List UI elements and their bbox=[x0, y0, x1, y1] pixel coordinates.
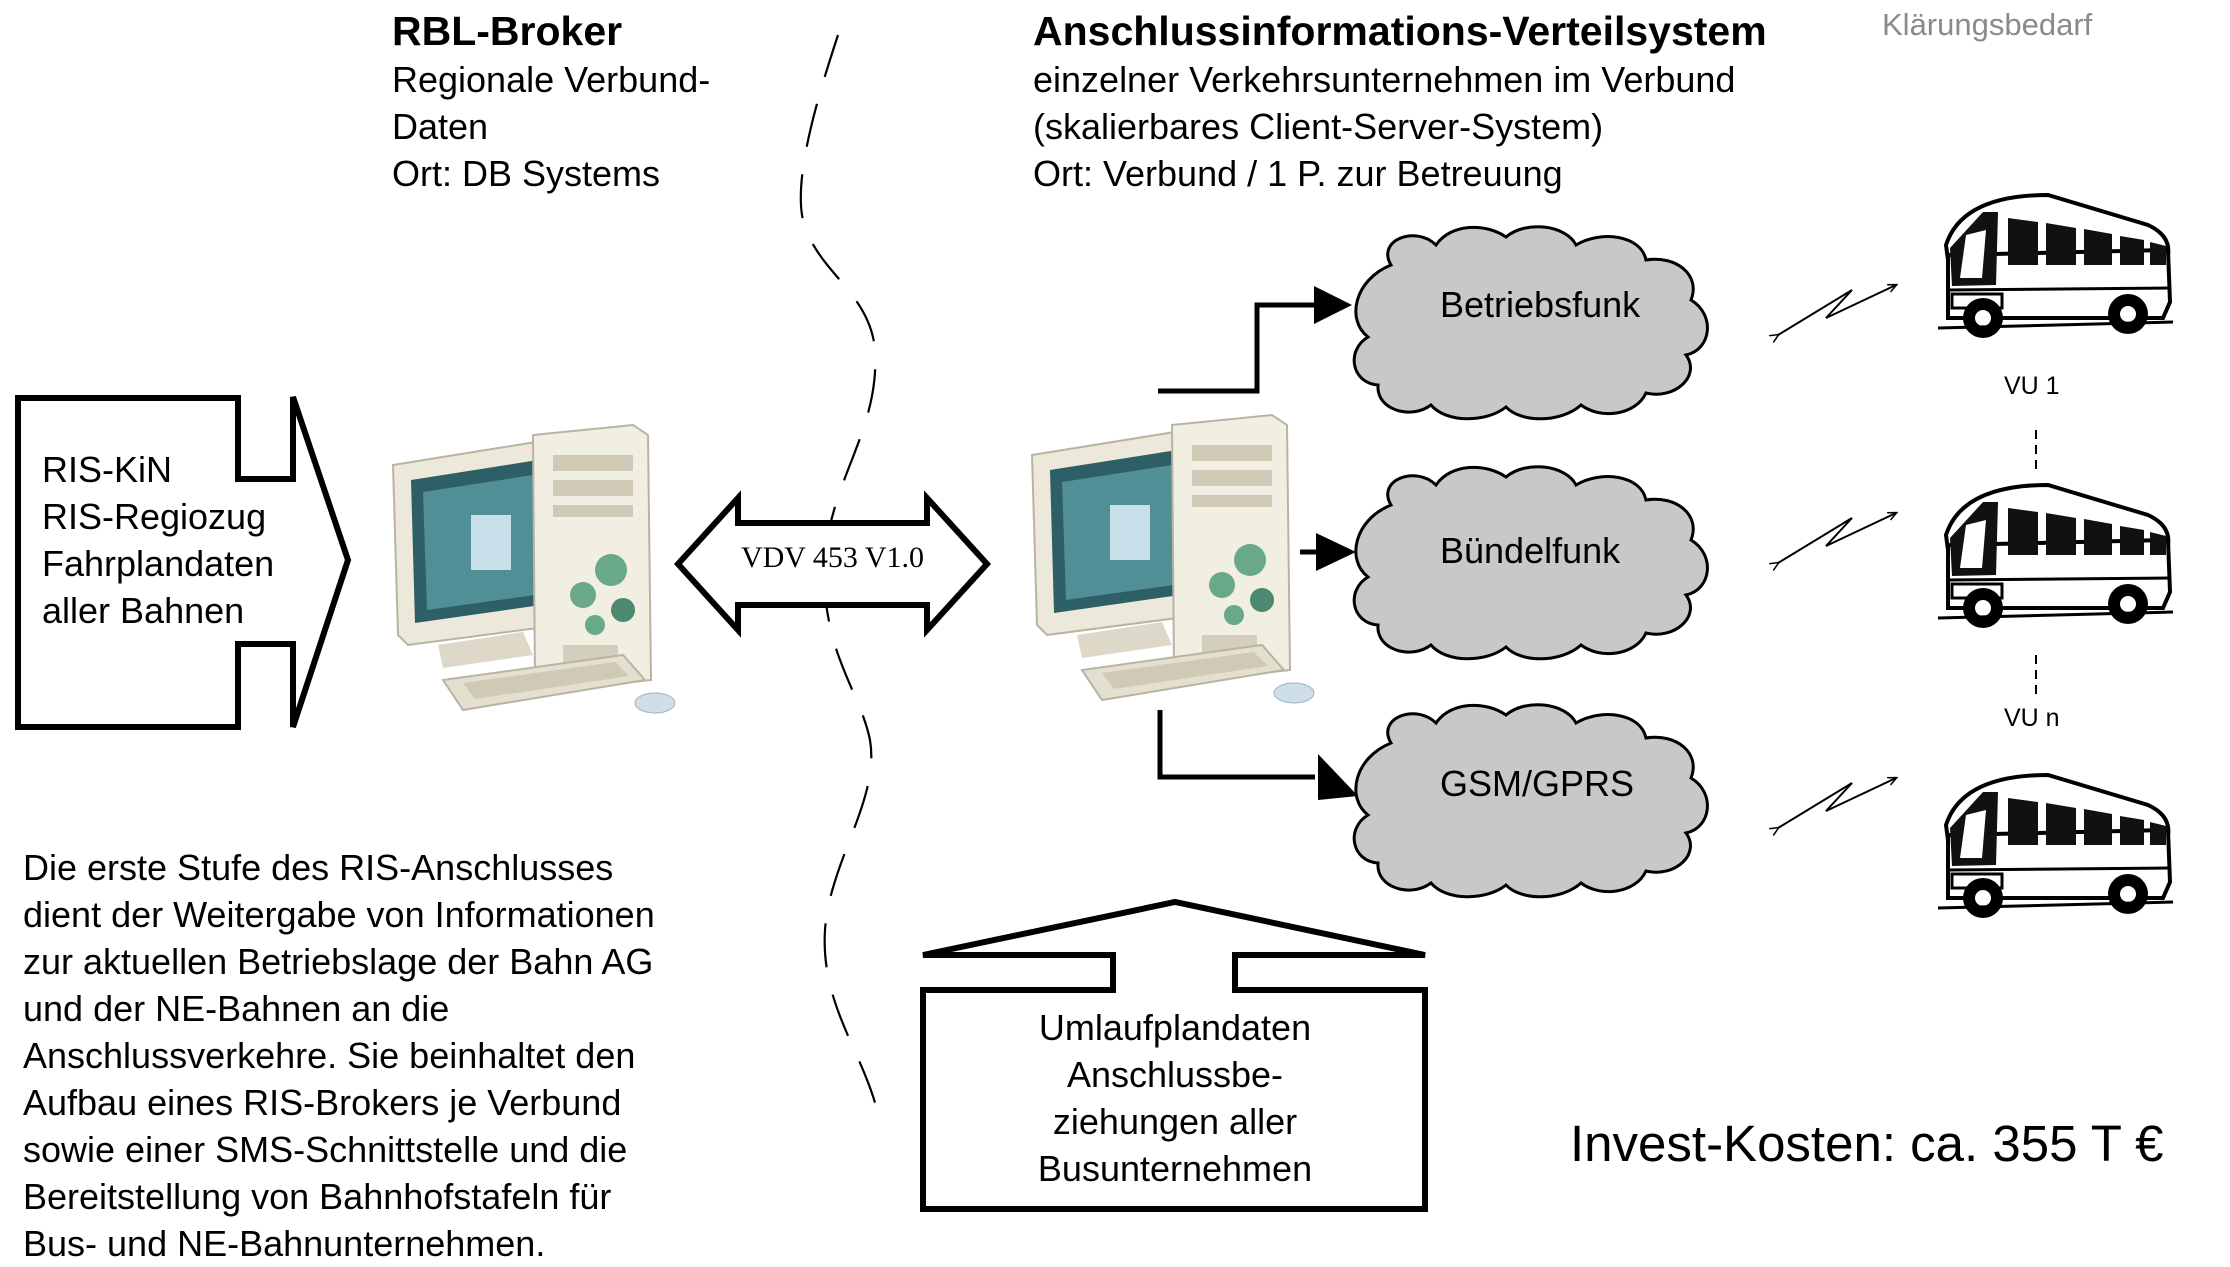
vu-label-n: VU n bbox=[2004, 704, 2060, 732]
input-line-2: RIS-Regiozug bbox=[42, 496, 267, 537]
ais-server-computer-icon bbox=[1031, 414, 1315, 704]
bottom-line-4: Busunternehmen bbox=[1037, 1148, 1313, 1189]
clarification-note: Klärungsbedarf bbox=[1882, 7, 2093, 42]
bottom-block-arrow-outline bbox=[920, 898, 1428, 1212]
description-line: Die erste Stufe des RIS-Anschlusses bbox=[23, 847, 614, 888]
bus-icon-2 bbox=[1936, 483, 2175, 630]
rbl-broker-line-2: Daten bbox=[392, 106, 489, 147]
description-line: Anschlussverkehre. Sie beinhaltet den bbox=[23, 1035, 636, 1076]
connector-gsm bbox=[1157, 710, 1315, 780]
interface-double-arrow bbox=[673, 490, 992, 638]
description-line: Bereitstellung von Bahnhofstafeln für bbox=[23, 1176, 612, 1217]
description-paragraph: Die erste Stufe des RIS-Anschlusses dien… bbox=[23, 844, 655, 1267]
invest-cost: Invest-Kosten: ca. 355 T € bbox=[1570, 1115, 2164, 1172]
input-line-1: RIS-KiN bbox=[42, 449, 173, 490]
bus-icon-1 bbox=[1936, 193, 2175, 340]
separator-dashed-line bbox=[799, 34, 882, 1126]
bottom-line-2: Anschlussbe- bbox=[1066, 1054, 1284, 1095]
rbl-broker-line-3: Ort: DB Systems bbox=[392, 153, 661, 194]
radio-signal-icon bbox=[1778, 285, 1896, 335]
bottom-line-1: Umlaufplandaten bbox=[1038, 1007, 1312, 1048]
arrowhead-buendelfunk bbox=[1316, 533, 1356, 571]
description-line: zur aktuellen Betriebslage der Bahn AG bbox=[23, 941, 654, 982]
radio-signal-icon bbox=[1778, 778, 1896, 828]
description-line: sowie einer SMS-Schnittstelle und die bbox=[23, 1129, 628, 1170]
description-line: und der NE-Bahnen an die bbox=[23, 988, 450, 1029]
radio-signal-icon bbox=[1778, 513, 1896, 563]
ais-line-3: Ort: Verbund / 1 P. zur Betreuung bbox=[1033, 153, 1563, 194]
bottom-line-3: ziehungen aller bbox=[1052, 1101, 1298, 1142]
input-block-arrow bbox=[15, 395, 352, 730]
description-line: dient der Weitergabe von Informationen bbox=[23, 894, 655, 935]
ais-title: Anschlussinformations-Verteilsystem bbox=[1033, 8, 1767, 54]
input-box-text: RIS-KiN RIS-Regiozug Fahrplandaten aller… bbox=[42, 446, 274, 634]
connector-betriebsfunk bbox=[1158, 302, 1318, 394]
interface-label: VDV 453 V1.0 bbox=[740, 541, 925, 574]
rbl-broker-computer-icon bbox=[392, 424, 676, 714]
arrowhead-gsm bbox=[1318, 754, 1358, 800]
ais-line-1: einzelner Verkehrsunternehmen im Verbund bbox=[1033, 59, 1736, 100]
network-label-gsm: GSM/GPRS bbox=[1440, 763, 1635, 804]
description-line: Aufbau eines RIS-Brokers je Verbund bbox=[23, 1082, 622, 1123]
arrowhead-betriebsfunk bbox=[1314, 286, 1352, 324]
input-line-3: Fahrplandaten bbox=[42, 543, 275, 584]
description-line: Bus- und NE-Bahnunternehmen. bbox=[23, 1223, 546, 1264]
bottom-box-text: Umlaufplandaten Anschlussbe- ziehungen a… bbox=[928, 1004, 1422, 1192]
vu-label-1: VU 1 bbox=[2004, 372, 2060, 400]
input-line-4: aller Bahnen bbox=[42, 590, 245, 631]
ais-line-2: (skalierbares Client-Server-System) bbox=[1033, 106, 1604, 147]
network-label-betriebsfunk: Betriebsfunk bbox=[1440, 284, 1641, 325]
rbl-broker-title: RBL-Broker bbox=[392, 8, 623, 54]
rbl-broker-line-1: Regionale Verbund- bbox=[392, 59, 711, 100]
network-label-buendelfunk: Bündelfunk bbox=[1440, 530, 1621, 571]
rbl-broker-block: RBL-Broker Regionale Verbund- Daten Ort:… bbox=[392, 6, 710, 197]
bus-icon-3 bbox=[1936, 773, 2175, 920]
ais-block: Anschlussinformations-Verteilsystem einz… bbox=[1033, 6, 1767, 197]
